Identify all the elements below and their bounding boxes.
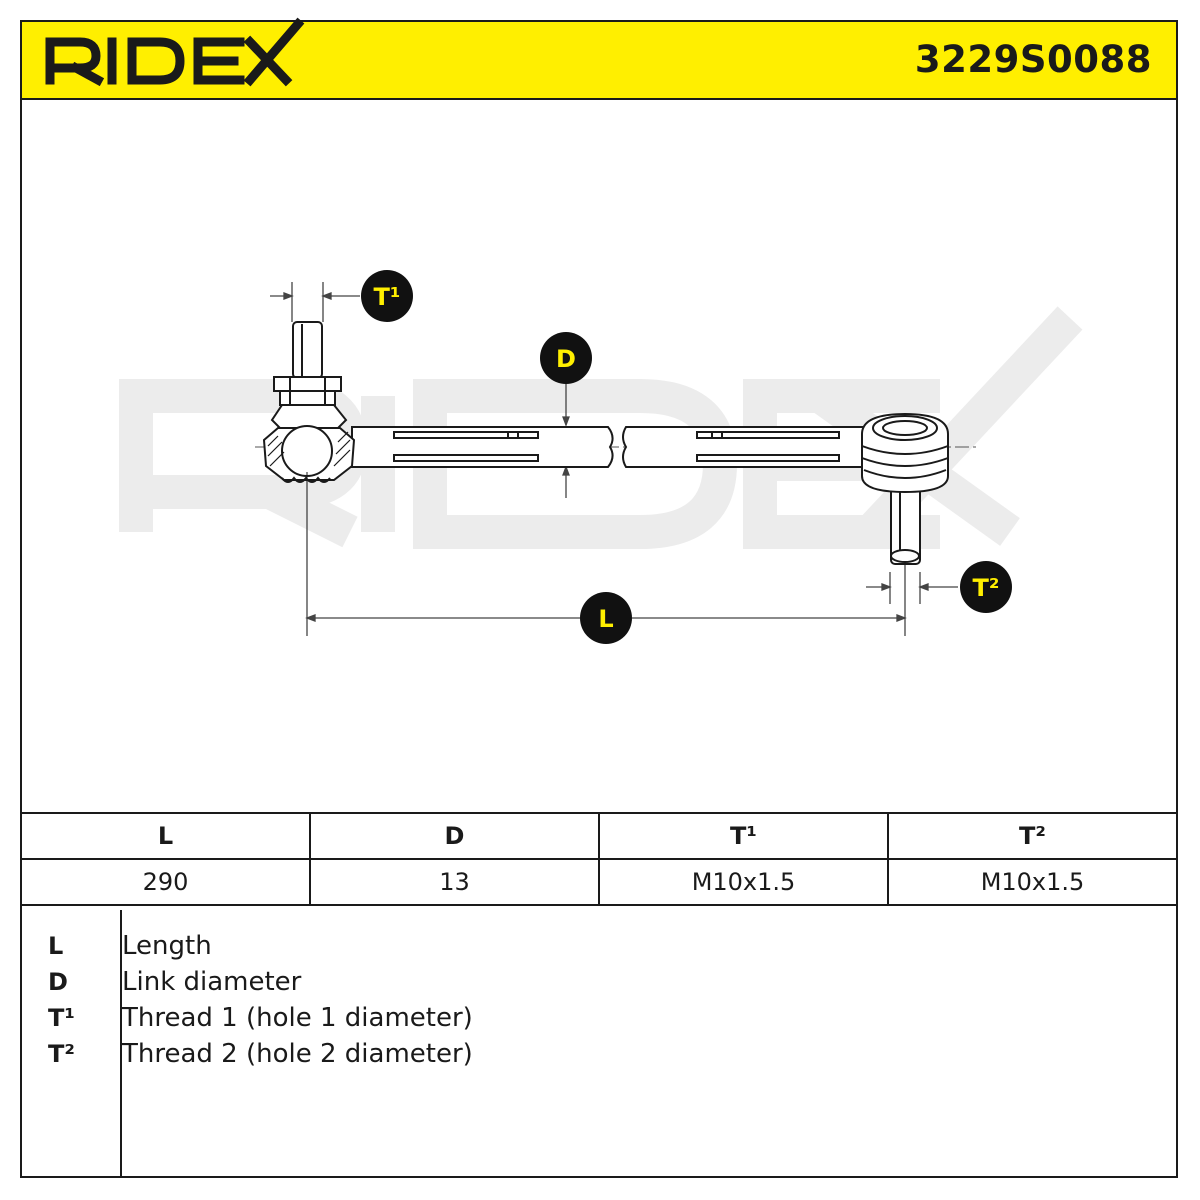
legend-divider [120,910,122,1178]
legend-symbol: D [48,968,68,996]
callout-t1-label: T¹ [374,283,401,311]
callout-l-label: L [598,605,613,633]
spec-header-t1: T¹ [598,812,889,860]
spec-header-d: D [309,812,600,860]
spec-value-row: 290 13 M10x1.5 M10x1.5 [20,858,1178,906]
spec-table: L D T¹ T² 290 13 M10x1.5 M10x1.5 [20,812,1178,906]
legend-item: T¹ Thread 1 (hole 1 diameter) [20,1000,1178,1036]
link-rod [351,426,867,468]
brand-logo [45,17,305,87]
legend-item: D Link diameter [20,964,1178,1000]
callout-t1: T¹ [361,270,413,322]
spec-header-row: L D T¹ T² [20,812,1178,860]
legend-symbol: T² [48,1040,75,1068]
outer-frame [20,20,1178,1178]
callout-d-label: D [556,345,576,373]
legend-item: L Length [20,928,1178,964]
dimension-d [562,384,570,498]
spec-value-d: 13 [309,858,600,906]
legend-description: Thread 2 (hole 2 diameter) [122,1039,473,1069]
legend: L Length D Link diameter T¹ Thread 1 (ho… [20,910,1178,1178]
part-number: 3229S0088 [914,38,1152,81]
legend-description: Length [122,931,212,961]
spec-header-l: L [20,812,311,860]
callout-l: L [580,592,632,644]
callout-t2: T² [960,561,1012,613]
callout-t2-label: T² [973,574,1000,602]
legend-item: T² Thread 2 (hole 2 diameter) [20,1036,1178,1072]
right-ball-joint [861,412,949,565]
callout-d: D [540,332,592,384]
spec-value-t1: M10x1.5 [598,858,889,906]
legend-symbol: T¹ [48,1004,75,1032]
spec-value-t2: M10x1.5 [887,858,1178,906]
spec-value-l: 290 [20,858,311,906]
legend-description: Thread 1 (hole 1 diameter) [122,1003,473,1033]
spec-header-t2: T² [887,812,1178,860]
left-ball-joint [262,321,356,483]
dimension-t2 [866,572,958,604]
legend-description: Link diameter [122,967,302,997]
dimension-t1 [270,282,360,322]
legend-symbol: L [48,932,64,960]
